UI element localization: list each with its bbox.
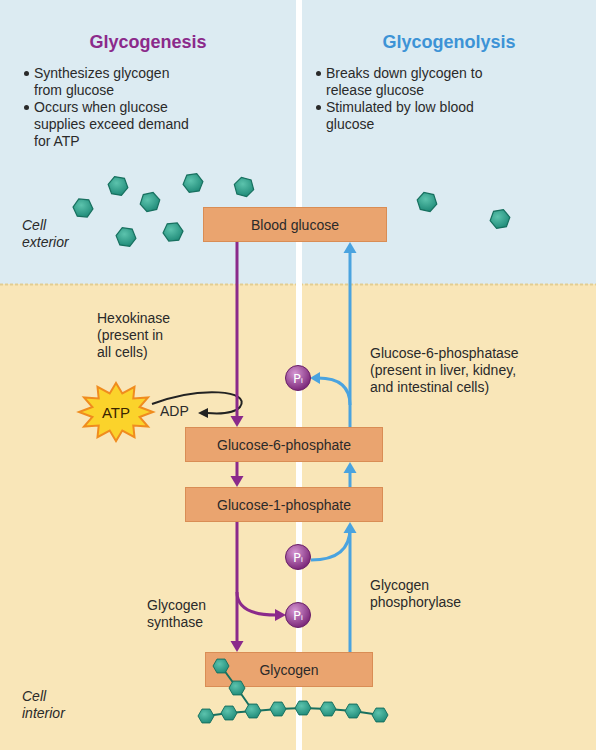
phosphate-circle: Pᵢ [285, 544, 311, 570]
box-label: Glucose-1-phosphate [217, 497, 351, 513]
glucose-unit [198, 709, 214, 723]
starburst-outline [79, 383, 153, 441]
arrow-line [349, 252, 352, 427]
arrow-head [231, 476, 244, 487]
bullet-text: Breaks down glycogen to release glucose [326, 65, 490, 99]
arrow-head [231, 641, 244, 652]
phosphate-circle-shape [286, 545, 311, 570]
phosphate-label: Pᵢ [285, 544, 311, 570]
glucose-unit [221, 706, 237, 720]
phosphate-circle-shape [286, 603, 311, 628]
arrow-head [275, 609, 286, 621]
panel-heading: Glycogenolysis [302, 32, 596, 52]
arrow-line [349, 532, 352, 652]
phosphate-text: Pᵢ [293, 371, 303, 386]
edge-label: Glycogen synthase [147, 597, 223, 631]
note-label: Cell interior [22, 688, 82, 722]
glucose-unit [372, 708, 388, 722]
box-label: Glycogen [259, 662, 318, 678]
energy-starburst: ATP [79, 383, 153, 441]
phosphate-circle-shape [286, 366, 311, 391]
bullet-dot [24, 105, 29, 110]
edge-label: Glucose-6-phosphatase (present in liver,… [370, 345, 532, 396]
note-label: Cell exterior [22, 217, 82, 251]
edge-label: Hexokinase (present in all cells) [97, 310, 177, 361]
glucose-unit [229, 681, 245, 695]
arrow-head [231, 416, 244, 427]
phosphate-circle: Pᵢ [285, 602, 311, 628]
energy-text: ATP [102, 404, 130, 421]
glucose-unit [213, 659, 229, 673]
flow-arrow [344, 462, 357, 487]
energy-label: ATP [79, 383, 153, 441]
arrow-line [236, 242, 239, 417]
phosphate-text: Pᵢ [293, 550, 303, 565]
process-box: Glucose-6-phosphate [185, 427, 383, 462]
phosphate-text: Pᵢ [293, 608, 303, 623]
process-box: Glucose-1-phosphate [185, 487, 383, 522]
flow-arrow [231, 462, 244, 487]
note-label: ADP [160, 403, 200, 420]
glucose-unit [295, 701, 311, 715]
flow-arrow [231, 522, 244, 652]
bullet-dot [24, 71, 29, 76]
edge-label: Glycogen phosphorylase [370, 577, 480, 611]
panel-heading: Glycogenesis [0, 32, 296, 52]
flow-arrow [344, 522, 357, 652]
arrow-line [349, 472, 352, 487]
arrow-head [344, 462, 357, 473]
phosphate-label: Pᵢ [285, 365, 311, 391]
arrow-head [310, 372, 320, 384]
arrow-line [236, 462, 239, 477]
phosphate-release-arrow [318, 378, 350, 405]
bullet-dot [316, 71, 321, 76]
glucose-unit [345, 704, 361, 718]
process-box: Blood glucose [203, 207, 387, 242]
box-label: Glucose-6-phosphate [217, 437, 351, 453]
bullet-text: Synthesizes glycogen from glucose [34, 65, 198, 99]
box-label: Blood glucose [251, 217, 339, 233]
phosphate-circle: Pᵢ [285, 365, 311, 391]
bullet-text: Stimulated by low blood glucose [326, 99, 490, 133]
arrow-head [198, 408, 208, 418]
bullet-dot [316, 105, 321, 110]
phosphate-label: Pᵢ [285, 602, 311, 628]
arrow-head [344, 522, 357, 533]
process-box: Glycogen [205, 652, 373, 687]
phosphate-release-arrow [237, 592, 276, 615]
glucose-unit [245, 704, 261, 718]
glucose-unit [320, 702, 336, 716]
glucose-unit [270, 702, 286, 716]
bullet-text: Occurs when glucose supplies exceed dema… [34, 99, 198, 150]
arrow-line [236, 522, 239, 642]
